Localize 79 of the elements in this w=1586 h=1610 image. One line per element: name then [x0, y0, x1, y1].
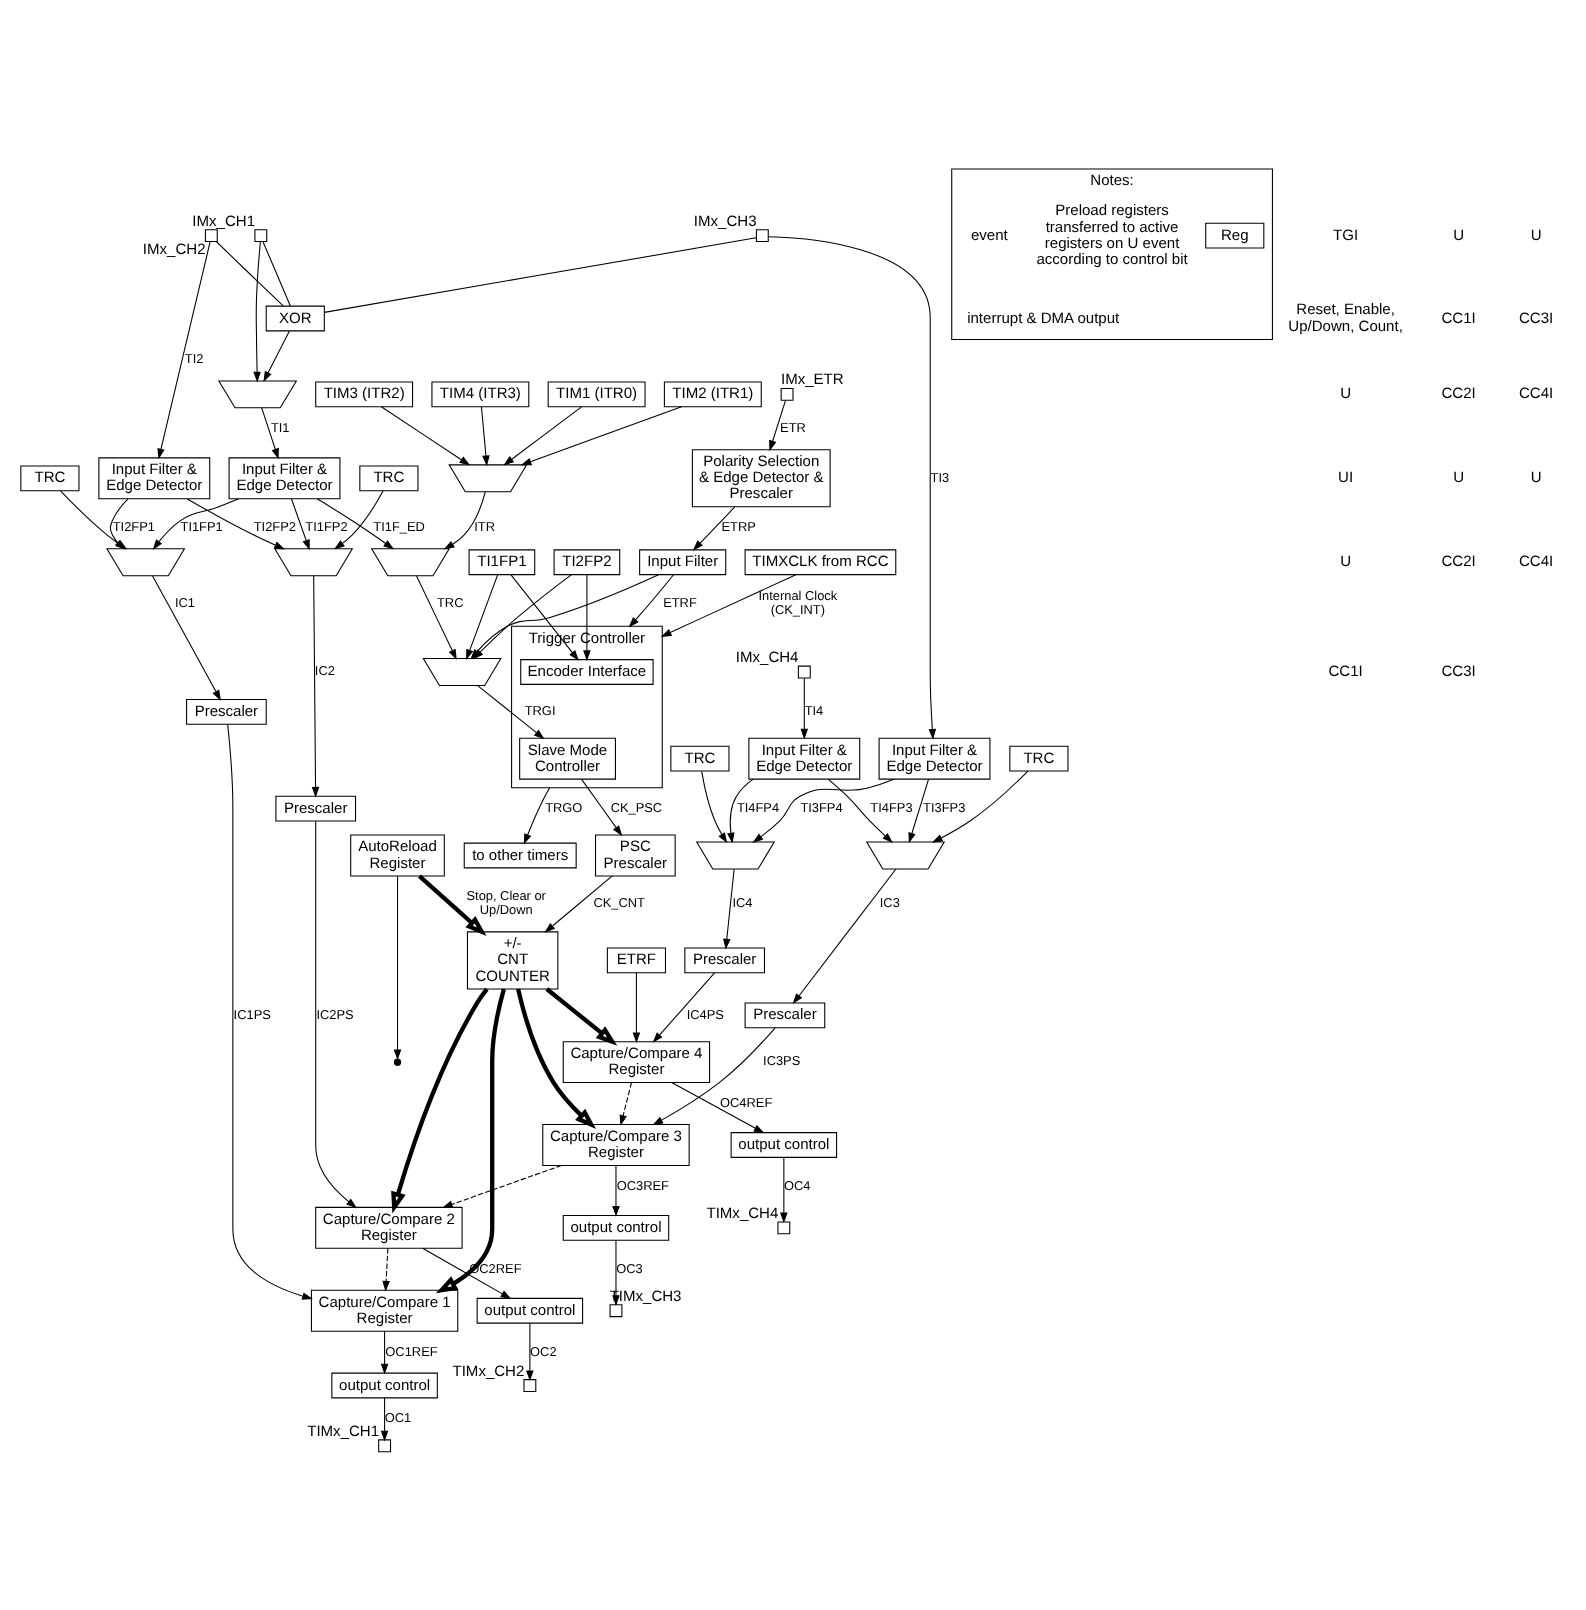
- arrow: [382, 1246, 390, 1291]
- arrow: [516, 987, 597, 1128]
- arrow: [186, 497, 286, 549]
- node-box: [378, 1438, 392, 1452]
- arrow: [441, 1163, 562, 1207]
- node-box: [797, 664, 811, 678]
- arrow: [380, 1396, 389, 1441]
- node-trapezoid: [422, 657, 502, 685]
- node-trapezoid: [695, 840, 776, 869]
- arrow: [290, 497, 310, 550]
- arrow: [333, 489, 384, 549]
- node-box: [523, 1378, 537, 1391]
- arrow: [619, 1081, 632, 1125]
- arrow: [632, 971, 641, 1043]
- arrow: [152, 497, 240, 550]
- node-trapezoid: [106, 547, 186, 576]
- node-trapezoid: [217, 379, 298, 408]
- arrow: [263, 329, 290, 382]
- arrow: [418, 873, 487, 936]
- arrow: [628, 573, 675, 627]
- node-trapezoid: [865, 840, 946, 869]
- arrow: [827, 777, 893, 843]
- arrow: [545, 986, 618, 1045]
- arrow: [503, 405, 583, 465]
- arrow: [660, 573, 797, 636]
- connector: [262, 240, 291, 306]
- node-box: [204, 228, 218, 242]
- node-box: [609, 1303, 623, 1317]
- arrow: [727, 777, 754, 843]
- arrow: [253, 240, 261, 382]
- arrow: [583, 573, 591, 661]
- node-box: [780, 386, 794, 400]
- arrow: [612, 1164, 620, 1216]
- node-trapezoid: [273, 547, 354, 576]
- arrow: [792, 867, 897, 1004]
- arrow: [393, 874, 402, 1060]
- connector: [323, 236, 757, 312]
- arrow: [652, 1026, 776, 1125]
- arrow: [391, 986, 489, 1213]
- node-trapezoid: [448, 463, 528, 492]
- node-box: [254, 228, 268, 242]
- connector: [216, 240, 284, 306]
- arrow: [152, 574, 221, 700]
- arrow: [443, 490, 486, 549]
- arrow: [723, 867, 735, 949]
- arrow: [800, 676, 809, 739]
- node-box: [777, 1220, 791, 1234]
- arrow: [581, 777, 623, 836]
- arrow: [422, 1246, 512, 1299]
- arrow: [316, 497, 395, 549]
- arrow: [526, 1321, 534, 1381]
- arrow: [380, 1329, 389, 1374]
- arrow: [435, 987, 506, 1293]
- arrow: [652, 971, 716, 1042]
- arrow: [311, 574, 320, 797]
- arrow: [523, 786, 551, 844]
- arrow: [520, 405, 683, 465]
- arrow: [780, 1156, 788, 1223]
- arrow: [692, 505, 736, 550]
- arrow: [544, 874, 613, 932]
- arrow: [480, 405, 490, 466]
- node-trapezoid: [370, 547, 451, 576]
- arrow: [931, 769, 1029, 842]
- arrow: [157, 240, 211, 459]
- arrow: [612, 1238, 620, 1306]
- arrow: [227, 722, 313, 1299]
- arrow: [477, 684, 545, 739]
- arrow: [767, 235, 937, 739]
- arrow: [261, 406, 279, 459]
- arrow: [416, 574, 457, 659]
- arrow: [701, 769, 728, 843]
- arrow: [752, 777, 895, 842]
- node-box: [755, 228, 769, 242]
- arrow: [380, 405, 471, 465]
- arrow: [315, 819, 358, 1208]
- arrow: [769, 398, 787, 451]
- arrow: [671, 1081, 765, 1133]
- arrow: [908, 777, 930, 843]
- arrow: [510, 573, 579, 660]
